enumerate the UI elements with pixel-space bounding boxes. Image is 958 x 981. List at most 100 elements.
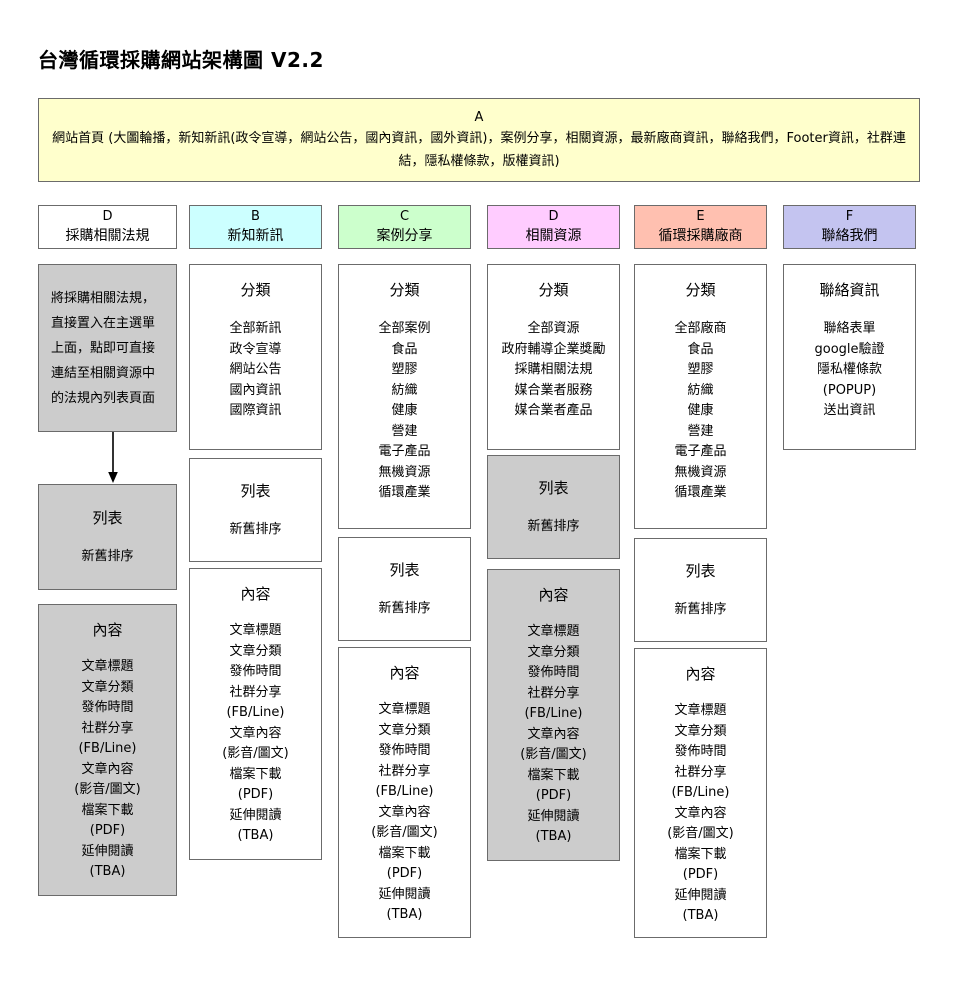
node-item: 塑膠 bbox=[687, 362, 714, 377]
node-item: 健康 bbox=[687, 403, 714, 418]
node-content-items-0: 文章標題文章分類發佈時間社群分享(FB/Line)文章內容(影音/圖文)檔案下載… bbox=[74, 657, 141, 883]
node-item: (PDF) bbox=[89, 823, 126, 838]
node-item: 文章內容 bbox=[81, 761, 134, 777]
column-header-2[interactable]: C 案例分享 bbox=[338, 205, 471, 249]
node-item: 文章分類 bbox=[378, 722, 431, 738]
node-list-items-2: 新舊排序 bbox=[378, 599, 430, 620]
node-category-items-4: 全部廠商食品塑膠紡織健康營建電子產品無機資源循環產業 bbox=[674, 319, 726, 504]
column-header-code-0: D bbox=[102, 208, 113, 224]
node-list-title-1: 列表 bbox=[240, 481, 271, 500]
node-item: 聯絡表單 bbox=[823, 321, 876, 336]
node-item: (TBA) bbox=[237, 828, 274, 843]
node-item: 媒合業者服務 bbox=[514, 382, 593, 398]
node-item: 健康 bbox=[391, 403, 418, 418]
node-item: 文章分類 bbox=[674, 723, 727, 739]
column-header-1[interactable]: B 新知新訊 bbox=[189, 205, 322, 249]
node-item: 發佈時間 bbox=[229, 664, 282, 679]
node-content-1: 內容 文章標題文章分類發佈時間社群分享(FB/Line)文章內容(影音/圖文)檔… bbox=[189, 568, 322, 860]
node-item: 新舊排序 bbox=[527, 518, 580, 534]
node-item: 文章分類 bbox=[81, 679, 134, 695]
node-list-2: 列表 新舊排序 bbox=[338, 537, 471, 641]
page-title: 台灣循環採購網站架構圖 V2.2 bbox=[38, 48, 324, 72]
node-item: 檔案下載 bbox=[674, 846, 727, 862]
node-item: 塑膠 bbox=[391, 362, 418, 377]
node-category-2: 分類 全部案例食品塑膠紡織健康營建電子產品無機資源循環產業 bbox=[338, 264, 471, 529]
node-content-title-1: 內容 bbox=[240, 585, 271, 603]
column-header-label-4: 循環採購廠商 bbox=[658, 227, 743, 244]
node-item: (影音/圖文) bbox=[667, 826, 734, 841]
node-item: 全部案例 bbox=[378, 321, 431, 336]
node-item: 延伸閱讀 bbox=[378, 886, 431, 902]
column-header-label-3: 相關資源 bbox=[525, 227, 582, 244]
node-item: 文章分類 bbox=[527, 644, 580, 660]
node-item: 文章標題 bbox=[527, 624, 580, 639]
node-list-title-2: 列表 bbox=[389, 560, 420, 579]
node-item: 延伸閱讀 bbox=[674, 887, 727, 903]
node-item: (影音/圖文) bbox=[74, 782, 141, 797]
node-list-items-0: 新舊排序 bbox=[81, 547, 133, 568]
node-content-3: 內容 文章標題文章分類發佈時間社群分享(FB/Line)文章內容(影音/圖文)檔… bbox=[487, 569, 620, 861]
node-content-2: 內容 文章標題文章分類發佈時間社群分享(FB/Line)文章內容(影音/圖文)檔… bbox=[338, 647, 471, 938]
node-list-title-3: 列表 bbox=[538, 478, 569, 497]
node-item: (影音/圖文) bbox=[520, 747, 587, 762]
node-item: 新舊排序 bbox=[81, 548, 134, 564]
node-item: (FB/Line) bbox=[226, 705, 285, 720]
node-content-0: 內容 文章標題文章分類發佈時間社群分享(FB/Line)文章內容(影音/圖文)檔… bbox=[38, 604, 177, 896]
node-list-0: 列表 新舊排序 bbox=[38, 484, 177, 590]
node-item: 媒合業者產品 bbox=[514, 403, 593, 418]
column-header-3[interactable]: D 相關資源 bbox=[487, 205, 620, 249]
node-list-items-3: 新舊排序 bbox=[527, 517, 579, 538]
node-item: 文章標題 bbox=[229, 623, 282, 638]
node-contact-title-5: 聯絡資訊 bbox=[819, 281, 880, 299]
node-item: (FB/Line) bbox=[671, 785, 730, 800]
node-item: 電子產品 bbox=[674, 444, 727, 459]
node-item: 政令宣導 bbox=[229, 341, 282, 357]
column-header-4[interactable]: E 循環採購廠商 bbox=[634, 205, 767, 249]
node-content-items-2: 文章標題文章分類發佈時間社群分享(FB/Line)文章內容(影音/圖文)檔案下載… bbox=[371, 700, 438, 926]
column-header-label-2: 案例分享 bbox=[376, 227, 433, 244]
node-category-items-1: 全部新訊政令宣導網站公告國內資訊國際資訊 bbox=[229, 319, 281, 422]
node-item: 食品 bbox=[391, 341, 418, 357]
node-list-1: 列表 新舊排序 bbox=[189, 458, 322, 562]
node-category-items-2: 全部案例食品塑膠紡織健康營建電子產品無機資源循環產業 bbox=[378, 319, 430, 504]
column-header-code-3: D bbox=[548, 208, 559, 224]
node-item: 文章標題 bbox=[378, 702, 431, 717]
column-header-5[interactable]: F 聯絡我們 bbox=[783, 205, 916, 249]
node-item: 全部資源 bbox=[527, 321, 580, 336]
node-list-4: 列表 新舊排序 bbox=[634, 538, 767, 642]
node-item: (PDF) bbox=[535, 788, 572, 803]
node-category-3: 分類 全部資源政府輔導企業獎勵採購相關法規媒合業者服務媒合業者產品 bbox=[487, 264, 620, 450]
column-header-code-2: C bbox=[399, 208, 410, 224]
node-item: 循環產業 bbox=[674, 485, 727, 500]
node-content-items-4: 文章標題文章分類發佈時間社群分享(FB/Line)文章內容(影音/圖文)檔案下載… bbox=[667, 701, 734, 927]
node-content-title-4: 內容 bbox=[685, 665, 716, 683]
node-item: 無機資源 bbox=[378, 464, 431, 480]
node-item: 電子產品 bbox=[378, 444, 431, 459]
node-category-title-4: 分類 bbox=[685, 281, 716, 299]
node-item: (POPUP) bbox=[822, 382, 877, 398]
node-item: 社群分享 bbox=[527, 685, 580, 701]
node-note-text-0: 將採購相關法規，直接置入在主選單上面，點即可直接連結至相關資源中的法規內列表頁面 bbox=[51, 290, 156, 406]
node-item: (FB/Line) bbox=[524, 706, 583, 721]
column-header-0[interactable]: D 採購相關法規 bbox=[38, 205, 177, 249]
node-content-title-2: 內容 bbox=[389, 664, 420, 682]
node-list-3: 列表 新舊排序 bbox=[487, 455, 620, 559]
node-item: 延伸閱讀 bbox=[527, 808, 580, 824]
node-item: 國內資訊 bbox=[229, 382, 282, 398]
column-header-label-0: 採購相關法規 bbox=[65, 227, 150, 244]
node-item: (FB/Line) bbox=[375, 784, 434, 799]
node-item: 新舊排序 bbox=[674, 601, 727, 617]
node-item: 延伸閱讀 bbox=[229, 807, 282, 823]
node-list-title-4: 列表 bbox=[685, 561, 716, 580]
column-header-code-5: F bbox=[845, 208, 854, 224]
column-header-label-5: 聯絡我們 bbox=[821, 227, 878, 244]
node-item: (PDF) bbox=[386, 866, 423, 881]
node-content-title-0: 內容 bbox=[92, 621, 123, 639]
node-item: 國際資訊 bbox=[229, 403, 282, 418]
node-list-items-1: 新舊排序 bbox=[229, 520, 281, 541]
node-item: 社群分享 bbox=[81, 720, 134, 736]
node-content-items-3: 文章標題文章分類發佈時間社群分享(FB/Line)文章內容(影音/圖文)檔案下載… bbox=[520, 622, 587, 848]
column-header-code-1: B bbox=[251, 208, 260, 224]
